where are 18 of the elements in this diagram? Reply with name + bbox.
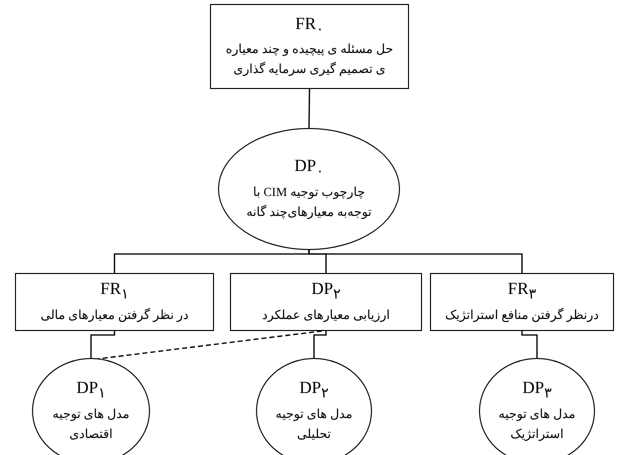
node-text: مدل های توجیه اقتصادی [52, 406, 130, 443]
connector-line [313, 331, 327, 358]
requirement-box [210, 4, 409, 89]
requirement-box [430, 273, 614, 331]
requirement-box [230, 273, 422, 331]
connector-line [308, 89, 310, 128]
connector-line [521, 331, 538, 358]
dashed-connector [96, 330, 322, 360]
requirement-box [15, 273, 214, 331]
node-text: مدل های توجیه استراتژیک [498, 406, 576, 443]
node-text: درنظر گرفتن منافع استراتژیک [445, 306, 599, 324]
connector-line [308, 250, 523, 273]
node-text: ارزیابی معیارهای عملکرد [262, 306, 390, 324]
connector-line [90, 331, 116, 358]
node-text: حل مسئله ی پیچیده و چند معیاره ی تصمیم گیری سرمایه گذاری [224, 41, 394, 78]
node-text: در نظر گرفتن معیارهای مالی [40, 306, 189, 324]
node-text: مدل های توجیه تحلیلی [274, 406, 354, 443]
node-text: چارچوب توجیه CIM با توجه‌به معیارهای‌چند گانه [245, 184, 373, 221]
